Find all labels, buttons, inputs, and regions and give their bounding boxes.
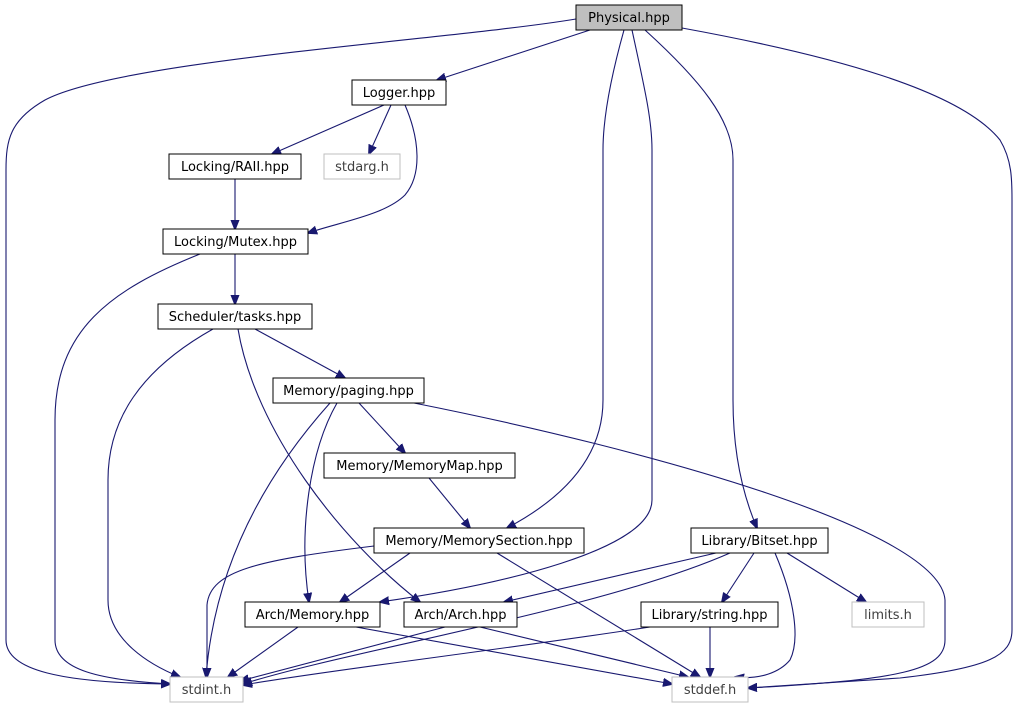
- edge-libstring-to-stdint: [243, 626, 651, 685]
- edge-bitset-to-libstring: [722, 552, 755, 602]
- node-box-stdarg: [323, 153, 401, 180]
- node-bitset[interactable]: Library/Bitset.hpp: [690, 527, 829, 554]
- node-box-tasks: [157, 303, 313, 330]
- node-stddef: stddef.h: [671, 676, 749, 703]
- node-label-stdarg: stdarg.h: [335, 160, 389, 175]
- edge-bitset-to-arch: [504, 552, 717, 602]
- node-label-mutex: Locking/Mutex.hpp: [174, 235, 297, 250]
- node-stdarg: stdarg.h: [323, 153, 401, 180]
- node-box-memsection: [373, 527, 585, 554]
- node-memsection[interactable]: Memory/MemorySection.hpp: [373, 527, 585, 554]
- node-label-tasks: Scheduler/tasks.hpp: [169, 310, 301, 325]
- edge-logger-to-raii: [272, 104, 385, 154]
- node-physical[interactable]: Physical.hpp: [575, 4, 683, 31]
- node-label-memmap: Memory/MemoryMap.hpp: [336, 459, 502, 474]
- edge-physical-to-stddef: [681, 27, 1013, 688]
- node-box-stddef: [671, 676, 749, 703]
- node-label-libstring: Library/string.hpp: [651, 608, 767, 623]
- node-archmem[interactable]: Arch/Memory.hpp: [244, 601, 381, 628]
- edge-logger-to-mutex: [308, 104, 418, 233]
- node-stdint: stdint.h: [169, 676, 244, 703]
- edge-physical-to-archmem: [380, 29, 653, 602]
- node-box-libstring: [640, 601, 779, 628]
- node-memmap[interactable]: Memory/MemoryMap.hpp: [323, 452, 516, 479]
- edge-paging-to-memmap: [358, 402, 405, 453]
- edges-layer: [5, 18, 1013, 688]
- edge-memsection-to-archmem: [340, 552, 411, 602]
- node-label-limits: limits.h: [864, 608, 912, 623]
- edge-arch-to-stdint: [240, 626, 446, 681]
- edge-arch-to-stddef: [479, 626, 688, 677]
- node-label-archmem: Arch/Memory.hpp: [256, 608, 370, 623]
- node-label-logger: Logger.hpp: [363, 86, 436, 101]
- node-box-bitset: [690, 527, 829, 554]
- node-box-limits: [851, 601, 925, 628]
- node-label-stddef: stddef.h: [684, 683, 736, 698]
- edge-physical-to-stdint: [5, 18, 577, 684]
- node-limits: limits.h: [851, 601, 925, 628]
- node-label-raii: Locking/RAII.hpp: [181, 160, 289, 175]
- node-raii[interactable]: Locking/RAII.hpp: [168, 153, 302, 180]
- node-box-arch: [403, 601, 518, 628]
- node-logger[interactable]: Logger.hpp: [351, 79, 447, 106]
- node-box-logger: [351, 79, 447, 106]
- edge-bitset-to-stddef: [735, 552, 796, 678]
- node-label-bitset: Library/Bitset.hpp: [701, 534, 817, 549]
- edge-tasks-to-stdint: [107, 328, 214, 677]
- node-label-physical: Physical.hpp: [588, 11, 670, 26]
- node-box-raii: [168, 153, 302, 180]
- node-box-paging: [272, 377, 425, 404]
- edge-physical-to-logger: [437, 29, 591, 80]
- edge-mutex-to-stdint: [54, 253, 201, 684]
- edge-memmap-to-memsection: [428, 477, 470, 528]
- edge-memsection-to-stddef: [496, 552, 700, 677]
- node-box-memmap: [323, 452, 516, 479]
- edge-paging-to-stddef: [413, 402, 946, 688]
- edge-bitset-to-limits: [786, 552, 866, 602]
- node-label-paging: Memory/paging.hpp: [283, 384, 414, 399]
- edge-paging-to-archmem: [305, 402, 338, 602]
- node-label-stdint: stdint.h: [182, 683, 231, 698]
- edge-paging-to-stdint: [206, 402, 331, 677]
- node-box-physical: [575, 4, 683, 31]
- edge-physical-to-bitset: [644, 29, 757, 528]
- edge-physical-to-memsection: [507, 29, 625, 528]
- node-tasks[interactable]: Scheduler/tasks.hpp: [157, 303, 313, 330]
- node-libstring[interactable]: Library/string.hpp: [640, 601, 779, 628]
- edge-archmem-to-stdint: [228, 626, 299, 677]
- edge-logger-to-stdarg: [369, 104, 392, 154]
- edge-memsection-to-stdint: [207, 545, 375, 677]
- node-arch[interactable]: Arch/Arch.hpp: [403, 601, 518, 628]
- node-label-memsection: Memory/MemorySection.hpp: [385, 534, 572, 549]
- node-box-mutex: [162, 228, 309, 255]
- node-label-arch: Arch/Arch.hpp: [415, 608, 507, 623]
- edge-tasks-to-paging: [254, 328, 345, 378]
- node-box-archmem: [244, 601, 381, 628]
- node-mutex[interactable]: Locking/Mutex.hpp: [162, 228, 309, 255]
- edge-tasks-to-arch: [237, 328, 420, 602]
- node-box-stdint: [169, 676, 244, 703]
- node-paging[interactable]: Memory/paging.hpp: [272, 377, 425, 404]
